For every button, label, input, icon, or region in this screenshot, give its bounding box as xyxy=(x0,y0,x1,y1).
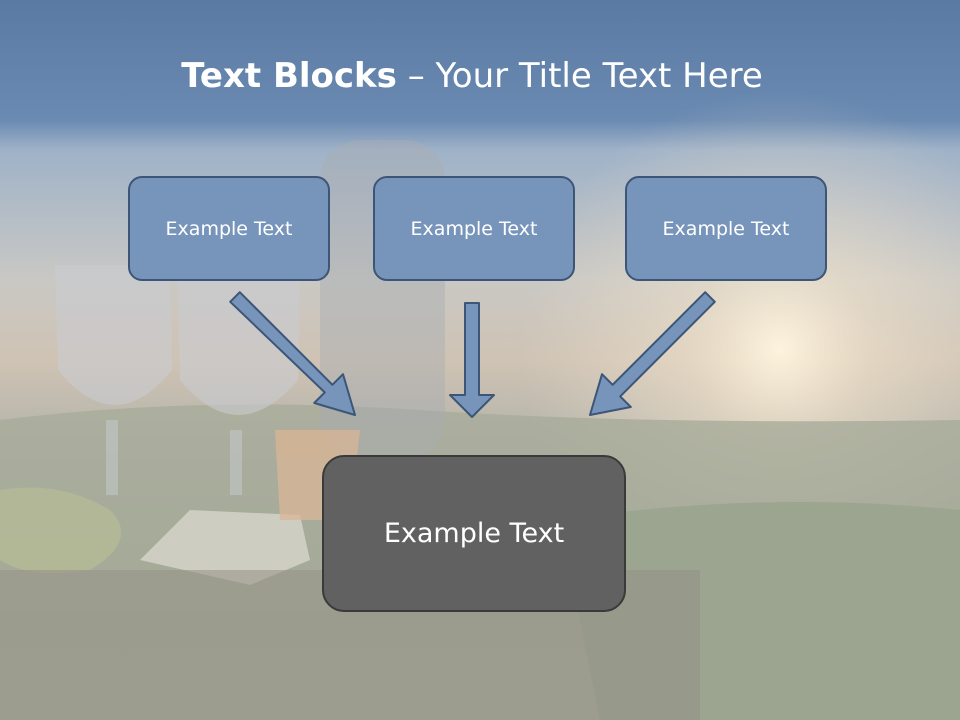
right-arrow-icon xyxy=(589,291,716,416)
cheese xyxy=(140,510,310,585)
down-arrow-icon xyxy=(449,302,495,418)
text-block-left[interactable]: Example Text xyxy=(128,176,330,281)
title-bold: Text Blocks xyxy=(181,56,397,96)
text-block-bottom[interactable]: Example Text xyxy=(322,455,626,612)
title-dash: – xyxy=(396,56,436,96)
slide-title: Text Blocks – Your Title Text Here xyxy=(0,54,944,98)
wine-glass-1 xyxy=(55,265,172,405)
wine-glass-2 xyxy=(178,275,300,415)
wine-glass-1-stem xyxy=(106,420,118,495)
text-block-middle[interactable]: Example Text xyxy=(373,176,575,281)
text-block-right[interactable]: Example Text xyxy=(625,176,827,281)
grapes xyxy=(0,487,122,574)
wine-glass-2-stem xyxy=(230,430,242,495)
title-rest: Your Title Text Here xyxy=(435,56,763,96)
left-arrow-icon xyxy=(229,291,356,416)
